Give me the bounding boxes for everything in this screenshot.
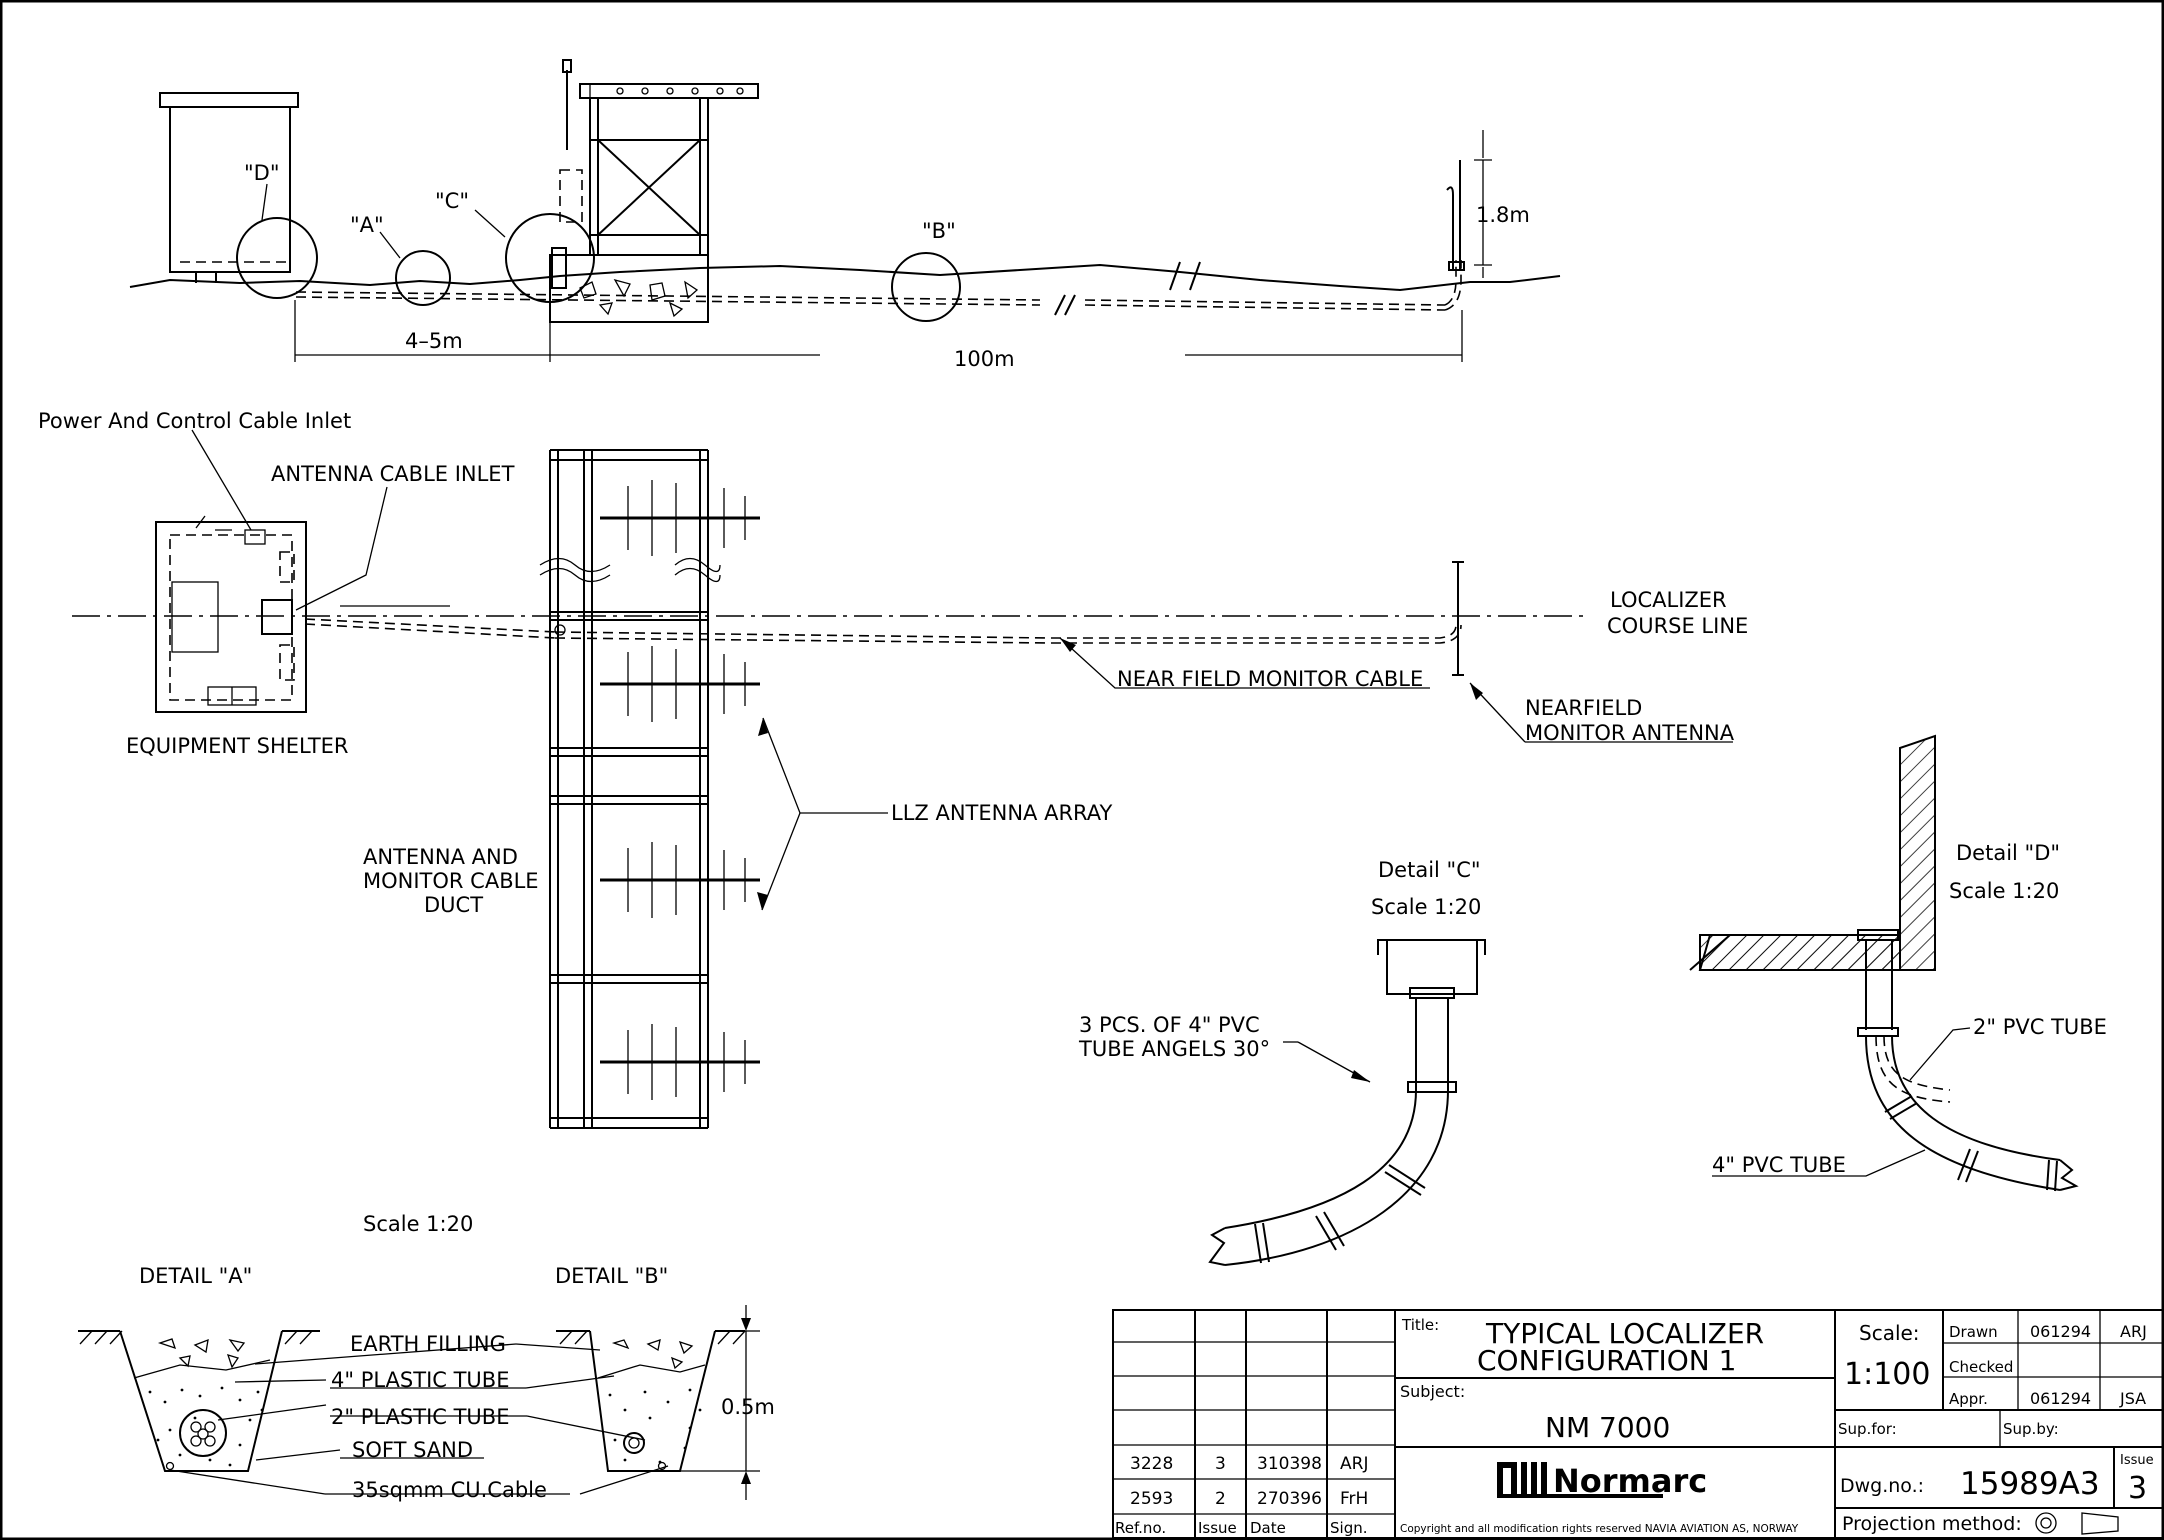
detail-d-title: Detail "D" bbox=[1956, 841, 2060, 865]
tube-2-label: 2" PLASTIC TUBE bbox=[331, 1405, 509, 1429]
detail-a-title: DETAIL "A" bbox=[139, 1264, 252, 1288]
projection-label: Projection method: bbox=[1842, 1513, 2022, 1535]
normarc-logo-icon bbox=[1497, 1462, 1663, 1498]
title-label: Title: bbox=[1401, 1316, 1439, 1334]
drawing-title-line2: CONFIGURATION 1 bbox=[1477, 1344, 1736, 1377]
appr-date: 061294 bbox=[2030, 1389, 2091, 1408]
detail-b-title: DETAIL "B" bbox=[555, 1264, 668, 1288]
plan-view bbox=[72, 429, 1733, 1129]
detail-c-title: Detail "C" bbox=[1378, 858, 1481, 882]
rev-header-date: Date bbox=[1250, 1519, 1286, 1537]
depth-label: 0.5m bbox=[721, 1395, 775, 1419]
detail-c-drawing bbox=[1208, 939, 1486, 1266]
nearfield-antenna-label-1: NEARFIELD bbox=[1525, 696, 1642, 720]
issue-value: 3 bbox=[2128, 1471, 2147, 1506]
llz-array-label: LLZ ANTENNA ARRAY bbox=[891, 801, 1113, 825]
revision-date-1: 310398 bbox=[1257, 1454, 1322, 1474]
rev-header-issue: Issue bbox=[1198, 1519, 1237, 1537]
checked-label: Checked bbox=[1949, 1358, 2013, 1376]
supby-label: Sup.by: bbox=[2003, 1420, 2059, 1438]
duct-label-3: DUCT bbox=[424, 893, 483, 917]
nearfield-antenna-label-2: MONITOR ANTENNA bbox=[1525, 721, 1735, 745]
projection-circle-icon bbox=[2035, 1512, 2057, 1534]
detail-ab-scale: Scale 1:20 bbox=[363, 1212, 473, 1236]
callout-d-label: "D" bbox=[244, 161, 280, 185]
title-block bbox=[1112, 1309, 2164, 1539]
callout-c-circle bbox=[505, 213, 595, 303]
revision-sign-1: ARJ bbox=[1340, 1454, 1368, 1474]
localizer-label-line1: LOCALIZER bbox=[1610, 588, 1727, 612]
subject-value: NM 7000 bbox=[1545, 1411, 1670, 1444]
appr-sign: JSA bbox=[2119, 1389, 2146, 1408]
dwg-number: 15989A3 bbox=[1960, 1466, 2100, 1502]
dwg-label: Dwg.no.: bbox=[1840, 1475, 1924, 1497]
dimension-1-8m: 1.8m bbox=[1476, 203, 1530, 227]
detail-d-scale: Scale 1:20 bbox=[1949, 879, 2059, 903]
callout-a-circle bbox=[395, 250, 451, 306]
revision-issue-2: 2 bbox=[1215, 1489, 1226, 1509]
company-name: Normarc bbox=[1553, 1462, 1707, 1500]
tube-4-label: 4" PLASTIC TUBE bbox=[331, 1368, 509, 1392]
detail-d-pvc-2: 2" PVC TUBE bbox=[1973, 1015, 2107, 1039]
callout-c-label: "C" bbox=[435, 189, 469, 213]
rev-header-ref: Ref.no. bbox=[1115, 1519, 1166, 1537]
copyright-text: Copyright and all modification rights re… bbox=[1400, 1523, 1799, 1535]
projection-cone-icon bbox=[2081, 1512, 2119, 1535]
soft-sand-label: SOFT SAND bbox=[352, 1438, 473, 1462]
drawing-title-line1: TYPICAL LOCALIZER bbox=[1485, 1317, 1764, 1350]
revision-ref-2: 2593 bbox=[1130, 1489, 1173, 1509]
revision-ref-1: 3228 bbox=[1130, 1454, 1173, 1474]
revision-date-2: 270396 bbox=[1257, 1489, 1322, 1509]
drawn-label: Drawn bbox=[1949, 1323, 1998, 1341]
dimension-4-5m: 4–5m bbox=[405, 329, 463, 353]
callout-b-circle bbox=[891, 252, 961, 322]
elevation-view bbox=[129, 59, 1561, 362]
rev-header-sign: Sign. bbox=[1330, 1519, 1368, 1537]
drawn-sign: ARJ bbox=[2120, 1322, 2147, 1341]
detail-ab-drawing bbox=[78, 1305, 760, 1500]
callout-d-circle bbox=[236, 217, 318, 299]
callout-b-label: "B" bbox=[922, 219, 956, 243]
duct-label-2: MONITOR CABLE bbox=[363, 869, 539, 893]
equipment-shelter-label: EQUIPMENT SHELTER bbox=[126, 734, 349, 758]
scale-label: Scale: bbox=[1859, 1321, 1920, 1345]
detail-c-note-1: 3 PCS. OF 4" PVC bbox=[1079, 1013, 1260, 1037]
cu-cable-label: 35sqmm CU.Cable bbox=[352, 1478, 547, 1502]
scale-value: 1:100 bbox=[1844, 1357, 1930, 1392]
detail-d-drawing bbox=[1689, 734, 2079, 1192]
duct-label-1: ANTENNA AND bbox=[363, 845, 518, 869]
supfor-label: Sup.for: bbox=[1838, 1420, 1897, 1438]
revision-issue-1: 3 bbox=[1215, 1454, 1226, 1474]
localizer-label-line2: COURSE LINE bbox=[1607, 614, 1748, 638]
issue-label: Issue bbox=[2120, 1453, 2154, 1468]
earth-filling-label: EARTH FILLING bbox=[350, 1332, 506, 1356]
detail-c-scale: Scale 1:20 bbox=[1371, 895, 1481, 919]
drawn-date: 061294 bbox=[2030, 1322, 2091, 1341]
antenna-inlet-label: ANTENNA CABLE INLET bbox=[271, 462, 515, 486]
subject-label: Subject: bbox=[1400, 1382, 1465, 1401]
appr-label: Appr. bbox=[1949, 1390, 1988, 1408]
detail-d-pvc-4: 4" PVC TUBE bbox=[1712, 1153, 1846, 1177]
near-field-cable-label: NEAR FIELD MONITOR CABLE bbox=[1117, 667, 1423, 691]
detail-c-note-2: TUBE ANGELS 30° bbox=[1078, 1037, 1270, 1061]
revision-sign-2: FrH bbox=[1340, 1489, 1368, 1509]
dimension-100m: 100m bbox=[954, 347, 1015, 371]
power-inlet-label: Power And Control Cable Inlet bbox=[38, 409, 351, 433]
callout-a-label: "A" bbox=[350, 213, 384, 237]
